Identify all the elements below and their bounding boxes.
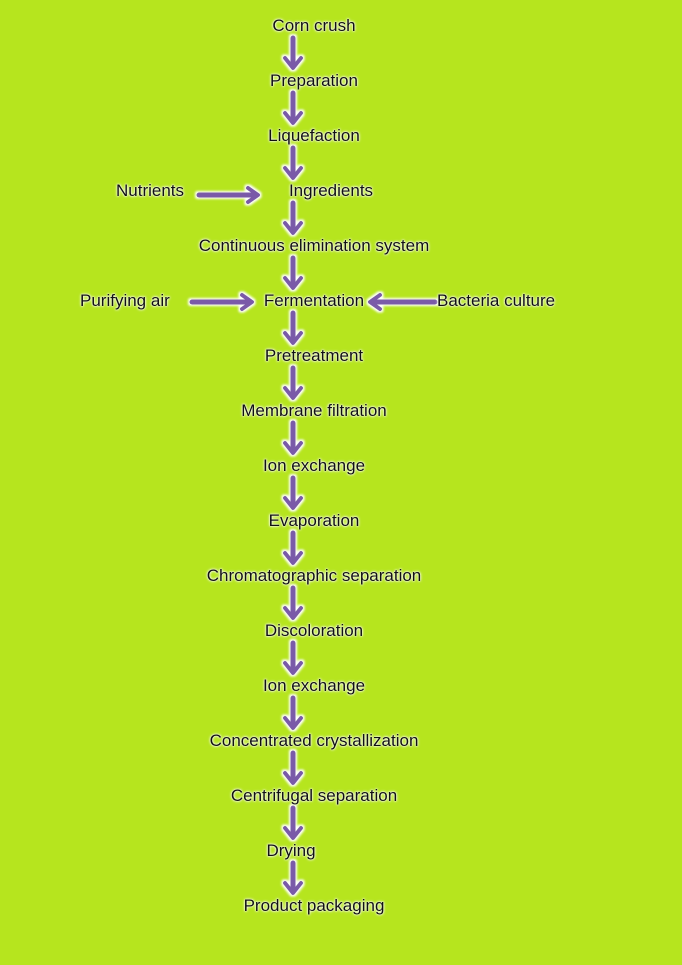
down-arrow-8: [283, 420, 303, 455]
input-bacteria-culture: Bacteria culture: [437, 291, 556, 310]
down-arrow-3: [283, 145, 303, 180]
arrow-bacteria-culture-to-fermentation: [368, 293, 438, 311]
step-drying: Drying: [266, 841, 316, 860]
down-arrow-9: [283, 475, 303, 510]
arrow-purifying-air-to-fermentation: [189, 293, 254, 311]
step-centrifugal-separation: Centrifugal separation: [230, 786, 398, 805]
down-arrow-16: [283, 860, 303, 895]
down-arrow-12: [283, 640, 303, 675]
down-arrow-4: [283, 200, 303, 235]
down-arrow-14: [283, 750, 303, 785]
step-membrane-filtration: Membrane filtration: [241, 401, 387, 420]
step-discoloration: Discoloration: [264, 621, 364, 640]
down-arrow-7: [283, 365, 303, 400]
step-product-packaging: Product packaging: [243, 896, 385, 915]
input-purifying-air: Purifying air: [80, 291, 170, 310]
step-ion-exchange-2: Ion exchange: [262, 676, 366, 695]
down-arrow-5: [283, 255, 303, 290]
step-chromatographic-separation: Chromatographic separation: [206, 566, 422, 585]
step-ingredients: Ingredients: [288, 181, 374, 200]
down-arrow-1: [283, 35, 303, 70]
step-continuous-elimination-system: Continuous elimination system: [198, 236, 430, 255]
step-fermentation: Fermentation: [263, 291, 365, 310]
step-preparation: Preparation: [270, 71, 358, 90]
down-arrow-2: [283, 90, 303, 125]
down-arrow-13: [283, 695, 303, 730]
input-nutrients: Nutrients: [116, 181, 185, 200]
step-corn-crush: Corn crush: [272, 16, 356, 35]
arrow-nutrients-to-ingredients: [196, 186, 260, 204]
step-evaporation: Evaporation: [268, 511, 360, 530]
down-arrow-11: [283, 585, 303, 620]
step-liquefaction: Liquefaction: [268, 126, 360, 145]
down-arrow-10: [283, 530, 303, 565]
down-arrow-15: [283, 805, 303, 840]
step-ion-exchange-1: Ion exchange: [262, 456, 366, 475]
down-arrow-6: [283, 310, 303, 345]
step-concentrated-crystallization: Concentrated crystallization: [209, 731, 419, 750]
step-pretreatment: Pretreatment: [264, 346, 364, 365]
